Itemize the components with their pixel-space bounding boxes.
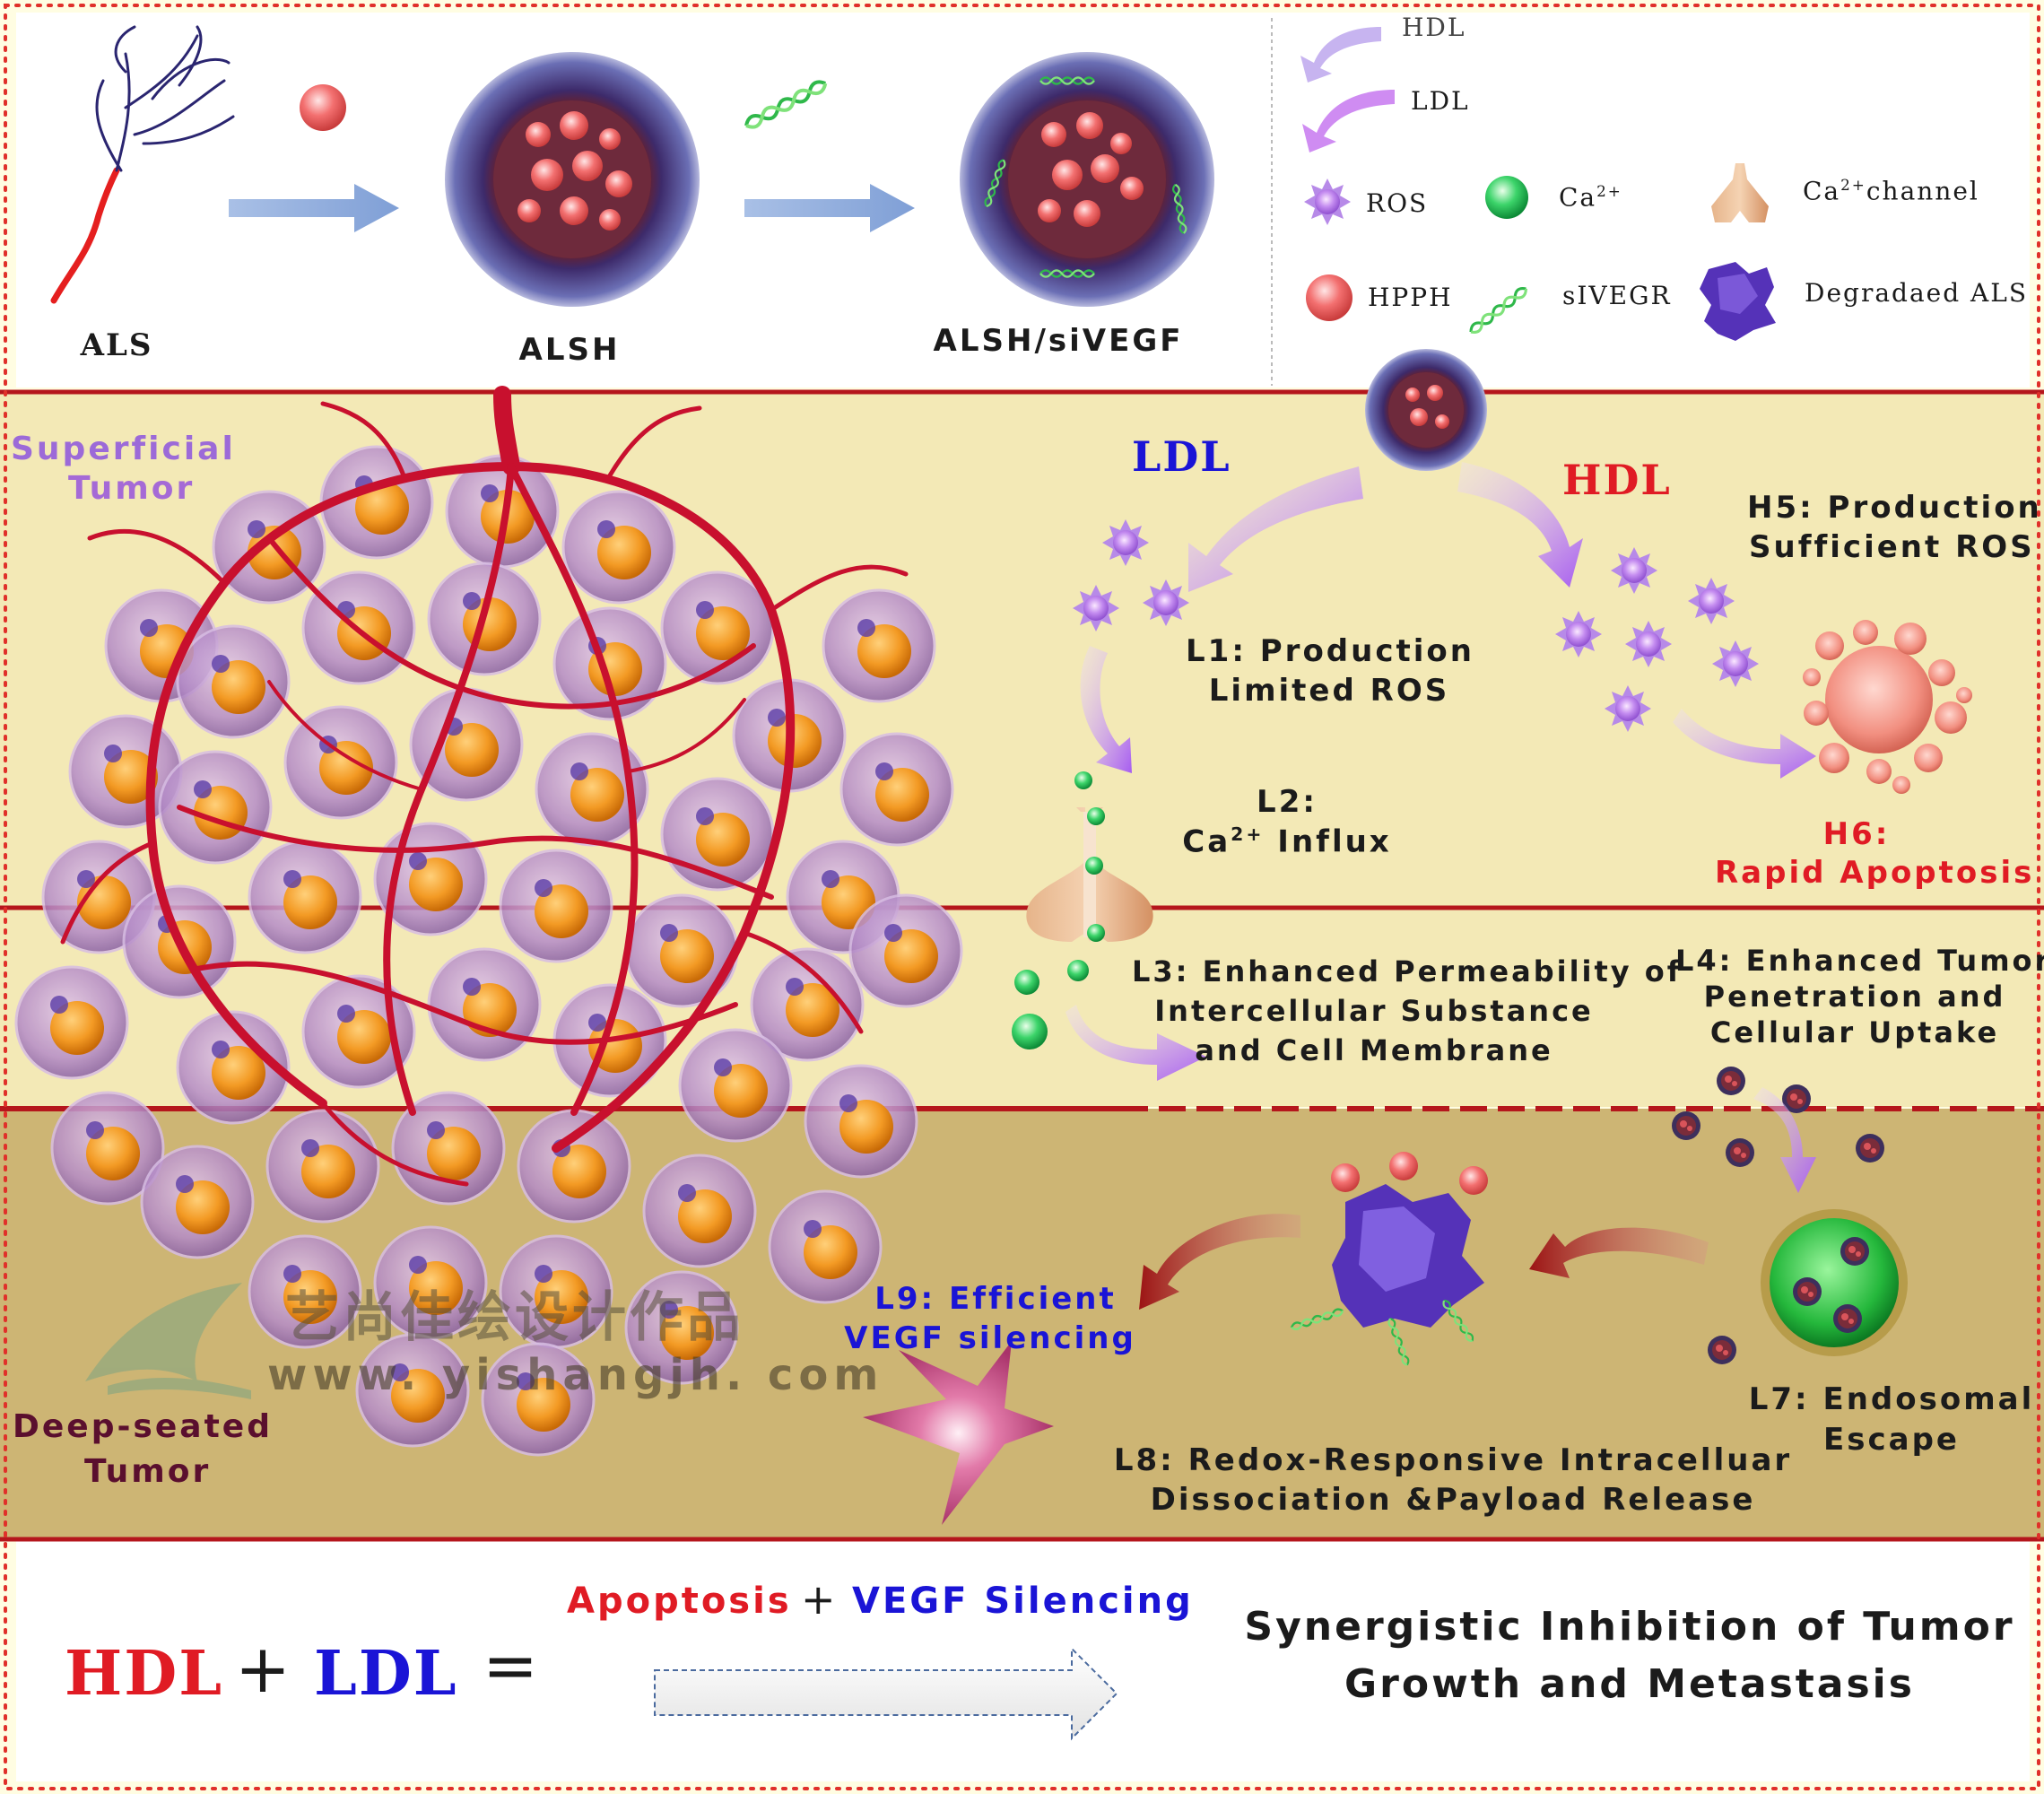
hdl-arrow-icon (1300, 27, 1381, 83)
right-arrow-icon (1065, 1005, 1206, 1081)
watermark-logo-icon (85, 1283, 251, 1399)
ca-channel-icon (1711, 163, 1769, 222)
als-polymer-icon (50, 25, 235, 304)
bottom-plus: + (235, 1631, 294, 1708)
blood-vessel-network (60, 386, 909, 1187)
superficial-label-line1: Superficial (11, 431, 236, 467)
als-label: ALS (80, 327, 153, 363)
calcium-channel-icon (1026, 807, 1153, 942)
arrow-right-icon (744, 184, 915, 232)
l3-label-line3: and Cell Membrane (1195, 1033, 1553, 1067)
degraded-als-icon (1700, 262, 1776, 341)
deep-label-line2: Tumor (84, 1453, 212, 1490)
superficial-label-line2: Tumor (68, 470, 196, 507)
hpph-particle-icon (300, 84, 346, 131)
legend-hpph-label: HPPH (1368, 283, 1453, 312)
l8-label-line1: L8: Redox-Responsive Intracelluar (1113, 1442, 1793, 1478)
l4-label-line2: Penetration and (1703, 980, 2006, 1014)
l3-label-line1: L3: Enhanced Permeability of (1132, 954, 1683, 988)
bottom-vegf-silencing: VEGF Silencing (852, 1581, 1194, 1622)
bottom-hdl: HDL (65, 1638, 224, 1710)
bottom-result-line1: Synergistic Inhibition of Tumor (1244, 1604, 2015, 1650)
arrow-right-icon (229, 184, 399, 232)
result-arrow-icon (654, 1646, 1118, 1741)
alsh-sivegf-particle-icon (1365, 349, 1487, 471)
l4-label-line1: L4: Enhanced Tumor (1675, 944, 2044, 978)
alsh-sivegf-sphere-icon (960, 52, 1214, 307)
deep-label-line1: Deep-seated (13, 1408, 273, 1445)
h6-label-line1: H6: (1822, 816, 1891, 852)
legend-ca-channel-label: Ca2+channel (1803, 176, 1979, 206)
ca-ion-icon (1485, 176, 1528, 219)
alsh-label: ALSH (518, 332, 621, 368)
bottom-plus2: + (801, 1575, 839, 1624)
l9-label-line1: L9: Efficient (874, 1281, 1117, 1317)
h6-label-line2: Rapid Apoptosis (1715, 855, 2035, 891)
ldl-path-arrow-icon (1188, 466, 1363, 592)
down-arrow-icon (1080, 646, 1132, 773)
hdl-path-arrow-icon (1457, 462, 1583, 588)
l4-label-line3: Cellular Uptake (1709, 1015, 2000, 1049)
legend-sivegr-label: sIVEGR (1562, 281, 1672, 310)
l8-label-line2: Dissociation &Payload Release (1150, 1482, 1756, 1518)
watermark-cn: 艺尚佳绘设计作品 (285, 1286, 744, 1349)
legend-ca-label: Ca2+ (1559, 182, 1622, 213)
bottom-ldl: LDL (314, 1638, 458, 1710)
l3-label-line2: Intercellular Substance (1154, 994, 1594, 1028)
l7-label-line1: L7: Endosomal (1748, 1381, 2035, 1417)
l1-label-line1: L1: Production (1186, 633, 1474, 669)
legend-hdl-label: HDL (1402, 13, 1466, 42)
alsh-sivegf-label: ALSH/siVEGF (933, 323, 1184, 359)
calcium-ion-group (1012, 771, 1105, 1049)
l1-label-line2: Limited ROS (1208, 673, 1450, 709)
left-arrow-icon (1139, 1214, 1300, 1310)
vegf-silencing-burst-icon (863, 1341, 1054, 1525)
l9-label-line2: VEGF silencing (844, 1320, 1136, 1356)
h5-label-line2: Sufficient ROS (1749, 529, 2035, 565)
hpph-legend-icon (1306, 274, 1353, 321)
endosome-icon (1761, 1209, 1908, 1356)
hdl-heading: HDL (1562, 456, 1672, 504)
left-arrow-icon (1529, 1227, 1709, 1278)
legend-ldl-label: LDL (1411, 86, 1470, 116)
alsh-sphere-icon (445, 52, 700, 307)
degraded-als-release-icon (1289, 1152, 1488, 1367)
bottom-apoptosis: Apoptosis (567, 1581, 792, 1622)
legend-degraded-label: Degradaed ALS (1805, 278, 2029, 308)
ldl-arrow-icon (1302, 90, 1395, 152)
l7-label-line2: Escape (1823, 1422, 1960, 1458)
l2-label-line1: L2: (1257, 784, 1318, 820)
right-arrow-icon (1673, 709, 1816, 779)
ldl-heading: LDL (1132, 432, 1231, 481)
watermark-url: www. yishangjh. com (267, 1350, 884, 1400)
bottom-result-line2: Growth and Metastasis (1344, 1661, 1915, 1707)
apoptotic-cell-icon (1803, 620, 1972, 794)
l2-label-line2: Ca2+ Influx (1182, 823, 1392, 860)
down-arrow-icon (1753, 1087, 1816, 1193)
h5-label-line1: H5: Production (1747, 490, 2042, 526)
bottom-equals: = (483, 1627, 542, 1704)
legend-ros-label: ROS (1366, 188, 1429, 218)
